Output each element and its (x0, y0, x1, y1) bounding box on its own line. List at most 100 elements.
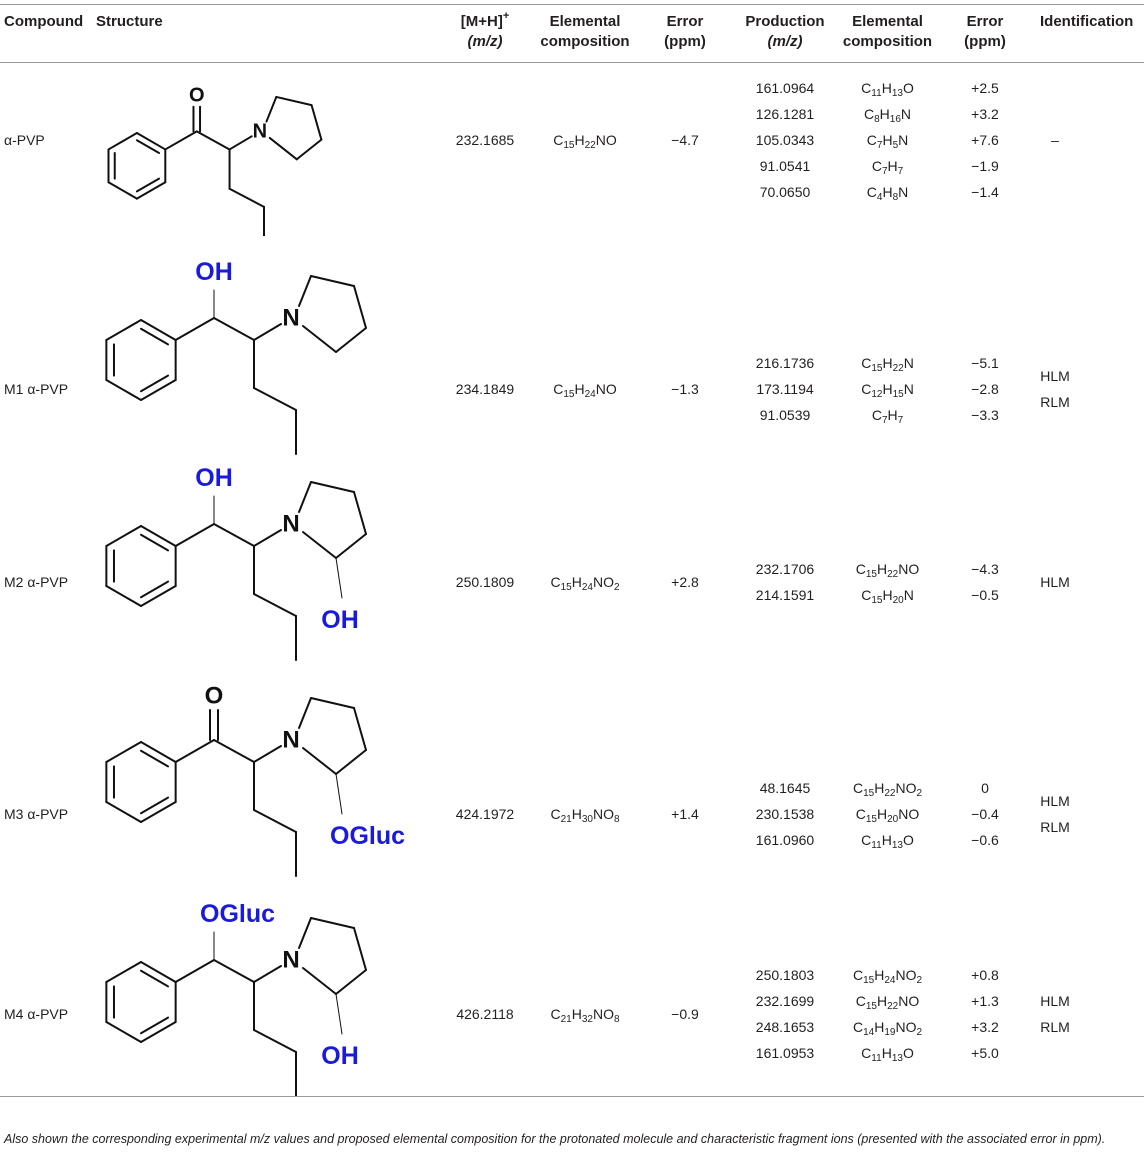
atom-label: N (282, 947, 299, 974)
bond (213, 523, 255, 547)
table-footnote: Also shown the corresponding experimenta… (4, 1132, 1106, 1146)
bond (105, 961, 142, 983)
identification-source: – (1051, 132, 1059, 148)
product-formula: C15H22NO2 (852, 780, 923, 799)
product-ion-error: −1.4 (971, 184, 999, 200)
product-error-list: +2.5+3.2+7.6−1.9−1.4 (950, 75, 1020, 205)
bond (135, 132, 167, 151)
product-ion-error: −3.3 (971, 407, 999, 423)
bond (174, 959, 215, 983)
product-ion-error: +0.8 (971, 967, 999, 983)
bond (213, 739, 255, 763)
bond (253, 323, 282, 341)
bond (335, 557, 343, 599)
precursor-formula-cell: C15H24NO2 (535, 569, 635, 595)
bond (253, 965, 282, 983)
product-ion-error: +2.5 (971, 80, 999, 96)
product-formula: C7H5N (866, 132, 909, 151)
precursor-mz: 424.1972 (455, 806, 515, 822)
product-ion-error: −2.8 (971, 381, 999, 397)
product-ion-mz: 105.0343 (755, 132, 815, 148)
bond (353, 707, 367, 751)
product-formula: C15H20NO (855, 806, 920, 825)
bond (310, 917, 355, 929)
bond (105, 585, 142, 607)
identification-source: HLM (1040, 574, 1070, 590)
product-formula: C7H7 (871, 407, 904, 426)
bond (228, 187, 265, 208)
bond (295, 138, 323, 161)
product-ion-error: +3.2 (971, 106, 999, 122)
bond (353, 285, 367, 329)
identification-source: HLM (1040, 793, 1070, 809)
bond (140, 1021, 177, 1043)
bond (253, 745, 282, 763)
product-ion-mz: 232.1706 (755, 561, 815, 577)
bond (213, 317, 255, 341)
precursor-formula: C15H22NO (553, 132, 617, 151)
identification-list: – (1040, 127, 1070, 153)
bond (105, 801, 142, 823)
bond (140, 741, 177, 763)
product-ion-mz: 91.0541 (759, 158, 811, 174)
bond (140, 525, 177, 547)
identification-source: RLM (1040, 819, 1070, 835)
bond (310, 697, 355, 709)
precursor-formula: C21H32NO8 (550, 1006, 620, 1025)
bond (253, 809, 297, 833)
bond (140, 379, 177, 401)
bond (105, 525, 142, 547)
identification-source: RLM (1040, 1019, 1070, 1035)
precursor-formula-cell: C15H24NO (535, 376, 635, 402)
product-formula: C11H13O (861, 832, 914, 851)
product-ion-error: −0.5 (971, 587, 999, 603)
bond (302, 325, 337, 353)
product-formula: C8H16N (863, 106, 912, 125)
precursor-formula-cell: C21H30NO8 (535, 801, 635, 827)
bond (302, 531, 337, 559)
atom-label: N (282, 305, 299, 332)
product-ion-error: +7.6 (971, 132, 999, 148)
bond (310, 275, 355, 287)
bond (335, 533, 367, 559)
precursor-mz: 426.2118 (456, 1006, 514, 1022)
product-ion-mz: 161.0953 (755, 1045, 815, 1061)
bond (140, 749, 170, 768)
atom-label: OH (195, 258, 233, 286)
compound-name: M3 α-PVP (4, 806, 69, 822)
product-ion-mz: 91.0539 (759, 407, 811, 423)
structure-diagram: OH N (105, 258, 367, 455)
bond (268, 136, 298, 161)
atom-label: O (205, 683, 224, 710)
bond (298, 917, 312, 949)
precursor-mz: 232.1685 (455, 132, 515, 148)
product-error-list: −5.1−2.8−3.3 (950, 350, 1020, 428)
product-formula: C12H15N (861, 381, 914, 400)
bond (335, 969, 367, 995)
product-ion-mz: 216.1736 (755, 355, 815, 371)
identification-source: RLM (1040, 394, 1070, 410)
product-ion-mz: 232.1699 (755, 993, 815, 1009)
product-ion-mz: 161.0960 (755, 832, 815, 848)
bond (310, 104, 323, 141)
precursor-error: +1.4 (671, 806, 699, 822)
atom-label: OGluc (330, 822, 405, 850)
precursor-mz: 250.1809 (455, 574, 515, 590)
bond (105, 319, 142, 341)
header-compound: Compound (4, 13, 84, 30)
bond (174, 317, 215, 341)
atom-label: OH (195, 464, 233, 492)
atom-label: OH (321, 606, 359, 634)
bond (135, 181, 167, 200)
bond (140, 801, 177, 823)
product-formula: C4H8N (866, 184, 909, 203)
bond (140, 319, 177, 341)
bond (140, 374, 170, 393)
bond (140, 533, 170, 552)
